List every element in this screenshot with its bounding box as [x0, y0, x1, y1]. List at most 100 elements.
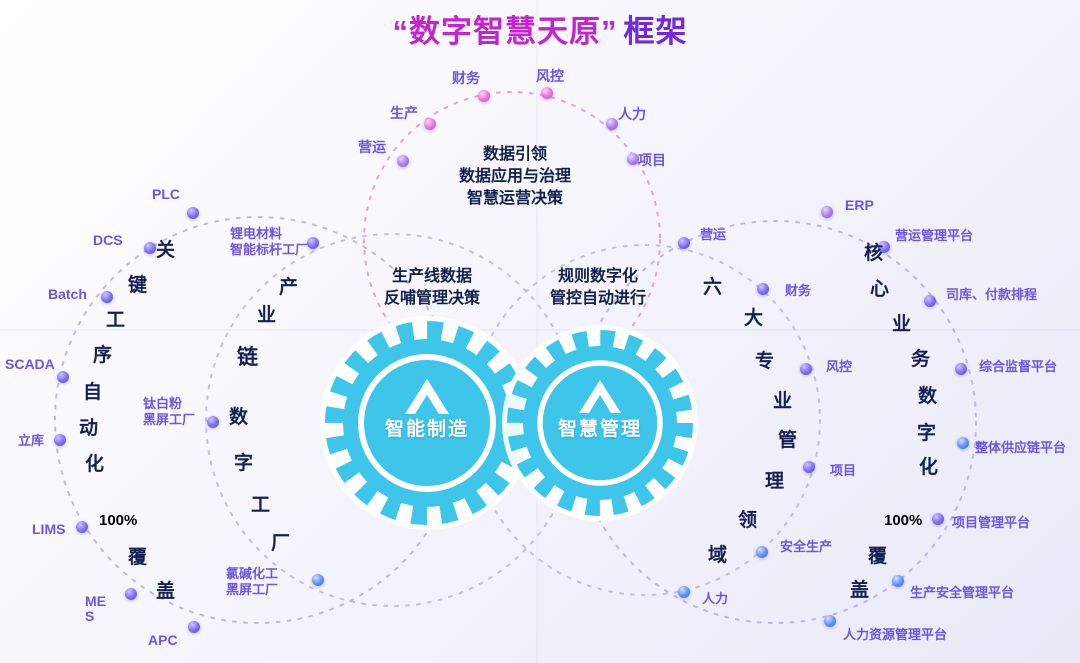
node-label: DCS [93, 232, 123, 248]
node-label: LIMS [32, 521, 66, 537]
node-label: 人力资源管理平台 [843, 627, 948, 642]
node-label: PLC [152, 186, 180, 202]
node-label: 人力 [618, 106, 646, 122]
factory-label-line: 黑屏工厂 [143, 412, 196, 427]
page-title-rest: 框架 [623, 14, 688, 49]
caption-line: 规则数字化 [557, 268, 638, 285]
node-label: Batch [48, 286, 87, 302]
arc-char: 专 [755, 351, 775, 372]
summary-line: 数据引领 [482, 146, 547, 163]
node-dot [892, 575, 904, 587]
node-label: 财务 [452, 70, 480, 86]
node-dot [125, 588, 137, 600]
node-label: 项目管理平台 [952, 515, 1031, 530]
node-label: APC [148, 632, 178, 648]
node-dot [76, 521, 88, 533]
arc-char: 大 [744, 308, 764, 329]
node-label: 立库 [18, 433, 45, 448]
node-dot [955, 363, 967, 375]
arc-char: 盖 [850, 580, 870, 601]
gear-body [523, 346, 677, 500]
gear-smart-management [502, 325, 698, 521]
coverage-percent: 100% [99, 512, 138, 529]
arc-char: 厂 [271, 533, 291, 554]
node-label: 项目 [830, 463, 857, 478]
arc-char: 化 [85, 454, 105, 475]
factory-label: 钛白粉 黑屏工厂 [143, 396, 195, 428]
summary-line: 智慧运营决策 [466, 190, 563, 207]
arc-char: 域 [708, 545, 728, 566]
node-dot [144, 242, 156, 254]
arc-char: 业 [892, 314, 912, 335]
arc-char: 链 [237, 346, 258, 369]
node-dot [312, 574, 324, 586]
factory-label: 锂电材料 智能标杆工厂 [230, 226, 308, 258]
node-label: MES [85, 593, 106, 624]
summary-line: 数据应用与治理 [458, 168, 571, 185]
factory-label-line: 钛白粉 [143, 396, 183, 411]
gear-caption-manufacturing: 生产线数据 反哺管理决策 [337, 266, 527, 310]
node-label: 营运管理平台 [895, 228, 974, 243]
arc-char: 理 [765, 471, 785, 492]
node-label: 生产安全管理平台 [910, 585, 1015, 600]
factory-label-line: 智能标杆工厂 [230, 242, 309, 257]
gear-logo-icon [579, 380, 621, 413]
node-label: ERP [845, 197, 874, 213]
caption-line: 管控自动进行 [549, 290, 646, 307]
node-dot [824, 615, 836, 627]
node-dot [187, 207, 199, 219]
factory-label: 氯碱化工 黑屏工厂 [226, 566, 278, 598]
page-title: “数字智慧天原”框架 [0, 6, 1080, 51]
arc-char: 盖 [156, 581, 176, 602]
node-dot [678, 586, 690, 598]
gear-logo-icon [405, 379, 449, 414]
node-dot [57, 371, 69, 383]
node-dot [878, 241, 890, 253]
arc-char: 管 [778, 430, 798, 451]
node-dot [678, 237, 690, 249]
factory-label-line: 锂电材料 [230, 226, 283, 241]
node-label: 司库、付款排程 [946, 287, 1038, 302]
node-label: 安全生产 [780, 539, 833, 554]
node-label: 财务 [785, 283, 812, 298]
node-dot [397, 155, 409, 167]
node-label: 营运 [358, 139, 386, 155]
caption-line: 生产线数据 [391, 268, 472, 285]
arc-char: 化 [919, 457, 939, 478]
node-label: 生产 [390, 105, 418, 121]
dashed-circle-right-outer [573, 220, 977, 624]
gear-body [343, 339, 511, 507]
node-dot [821, 206, 833, 218]
arc-char: 业 [773, 391, 793, 412]
gear-label-management: 智慧管理 [557, 419, 642, 440]
arc-char: 字 [234, 453, 254, 474]
gear-caption-management: 规则数字化 管控自动进行 [503, 266, 693, 310]
arc-char: 核 [864, 243, 884, 264]
node-label: 整体供应链平台 [975, 440, 1067, 455]
factory-label-line: 氯碱化工 [226, 566, 279, 581]
arc-char: 务 [911, 349, 931, 370]
arc-char: 自 [83, 382, 103, 403]
arc-char: 业 [257, 305, 277, 326]
arc-char: 工 [251, 495, 271, 516]
node-label: 营运 [700, 227, 727, 242]
node-label: 风控 [536, 68, 564, 84]
node-dot [424, 118, 436, 130]
arc-char: 产 [279, 277, 299, 298]
node-label: 项目 [638, 152, 666, 168]
node-dot [924, 295, 936, 307]
arc-char: 数 [229, 407, 249, 428]
arc-char: 工 [106, 310, 126, 331]
arc-char: 数 [918, 386, 938, 407]
gear-teeth [507, 330, 693, 516]
gear-ring [537, 360, 663, 486]
node-dot [478, 90, 490, 102]
caption-line: 反哺管理决策 [383, 290, 480, 307]
arc-char: 字 [917, 423, 937, 444]
node-dot [627, 153, 639, 165]
node-dot [207, 416, 219, 428]
node-label: 风控 [826, 359, 853, 374]
arc-char: 键 [128, 275, 148, 296]
gear-ring [358, 354, 496, 492]
